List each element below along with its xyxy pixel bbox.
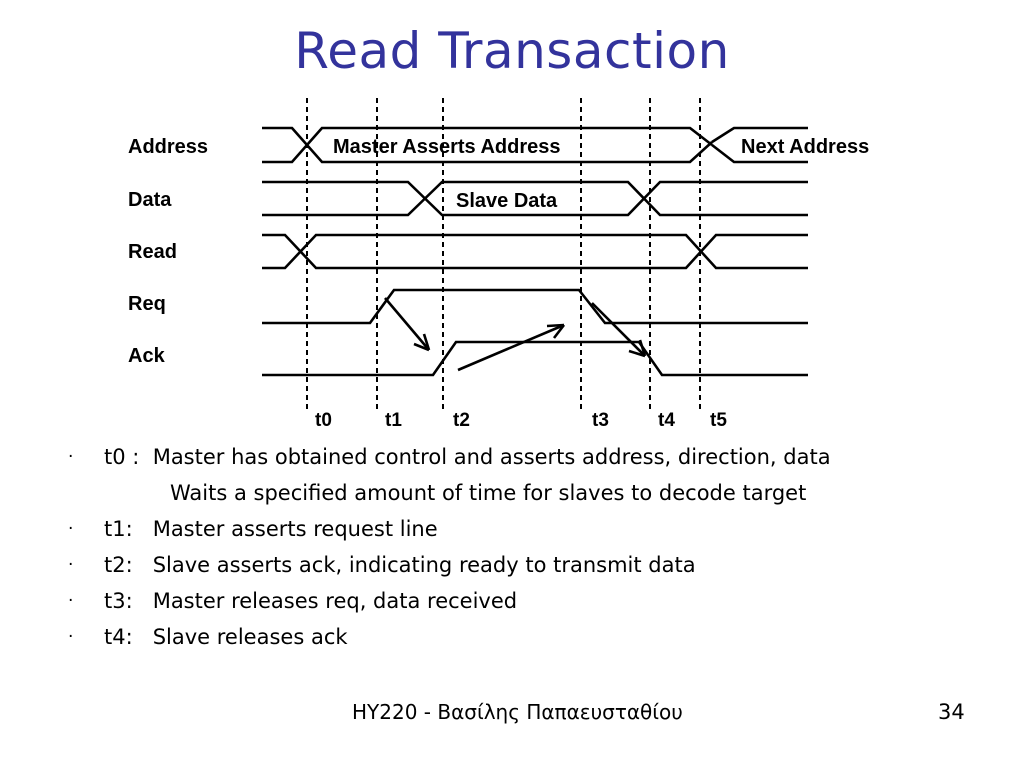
- time-label-t3: t3: [592, 410, 609, 431]
- timing-diagram: Address Data Read Req Ack Master Asserts…: [128, 98, 869, 431]
- time-label-t2: t2: [453, 410, 470, 431]
- bullet-text: t2: Slave asserts ack, indicating ready …: [104, 553, 696, 577]
- waveform-ack: [262, 340, 808, 377]
- footer-page-number: 34: [938, 700, 965, 724]
- bullet-text: t4: Slave releases ack: [104, 625, 348, 649]
- signal-label-data: Data: [128, 189, 172, 211]
- time-label-t4: t4: [658, 410, 675, 431]
- footer-author: ΗΥ220 - Βασίλης Παπαευσταθίου: [352, 700, 683, 724]
- list-item: · t4: Slave releases ack: [60, 623, 990, 652]
- list-item: · t1: Master asserts request line: [60, 515, 990, 544]
- arrow-head-req-to-ack: [413, 333, 431, 352]
- slide-footer: ΗΥ220 - Βασίλης Παπαευσταθίου 34: [0, 700, 1024, 730]
- bullet-text: t1: Master asserts request line: [104, 517, 438, 541]
- bullet-continuation: Waits a specified amount of time for sla…: [170, 481, 807, 505]
- time-label-t0: t0: [315, 410, 332, 431]
- list-item: · t3: Master releases req, data received: [60, 587, 990, 616]
- bullet-marker-icon: ·: [68, 519, 74, 539]
- arrow-req-to-ack: [384, 297, 430, 351]
- arrow-reqrel-to-ackrel: [591, 302, 646, 357]
- arrow-head-ack-to-req: [546, 323, 566, 339]
- list-item: · t2: Slave asserts ack, indicating read…: [60, 551, 990, 580]
- bullet-text: t3: Master releases req, data received: [104, 589, 518, 613]
- signal-label-address: Address: [128, 136, 208, 158]
- waveform-data: [262, 180, 808, 217]
- bus-label-next-address: Next Address: [741, 136, 869, 158]
- arrow-head-reqrel-to-ackrel: [628, 339, 647, 358]
- waveform-req: [262, 288, 808, 325]
- bullet-text: t0 : Master has obtained control and ass…: [104, 445, 831, 469]
- causality-arrows: [384, 297, 647, 372]
- bus-label-master-asserts-address: Master Asserts Address: [333, 136, 561, 158]
- bus-label-slave-data: Slave Data: [456, 190, 558, 212]
- waveform-address: [262, 126, 808, 164]
- signal-label-read: Read: [128, 241, 177, 263]
- waveform-read: [262, 233, 808, 270]
- bullet-list: · t0 : Master has obtained control and a…: [60, 443, 990, 659]
- arrow-ack-to-req: [457, 323, 565, 372]
- bullet-marker-icon: ·: [68, 591, 74, 611]
- time-label-t5: t5: [710, 410, 727, 431]
- signal-label-ack: Ack: [128, 345, 166, 367]
- bullet-marker-icon: ·: [68, 447, 74, 467]
- signal-label-req: Req: [128, 293, 166, 315]
- list-item: · t0 : Master has obtained control and a…: [60, 443, 990, 472]
- page-title: Read Transaction: [294, 22, 730, 80]
- time-label-t1: t1: [385, 410, 402, 431]
- bullet-marker-icon: ·: [68, 555, 74, 575]
- bullet-marker-icon: ·: [68, 627, 74, 647]
